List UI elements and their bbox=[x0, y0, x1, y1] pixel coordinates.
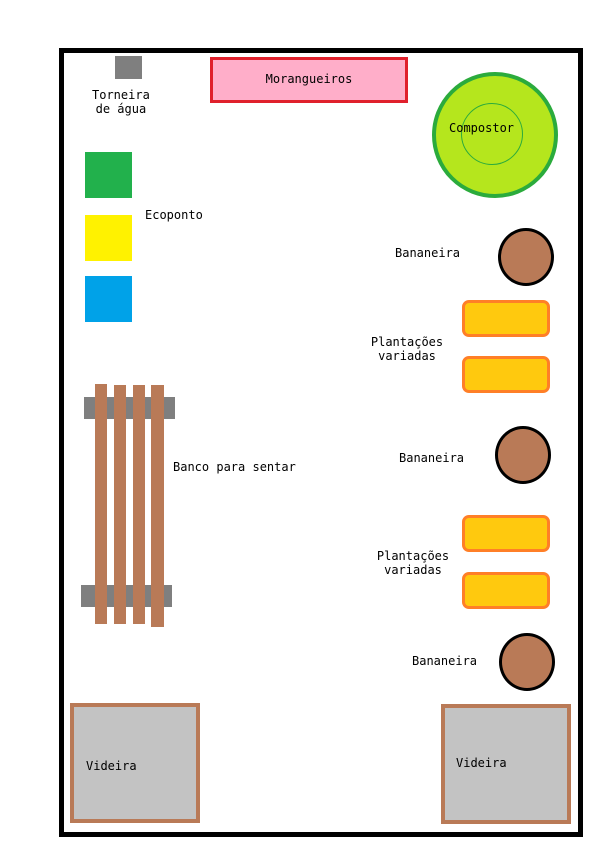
mixed-bed-2 bbox=[462, 356, 550, 393]
mixed-bed-3 bbox=[462, 515, 550, 552]
water-tap bbox=[115, 56, 142, 79]
bench-plank bbox=[114, 385, 126, 624]
vine-right bbox=[441, 704, 571, 824]
mixed-beds-label-2: Plantações variadas bbox=[376, 549, 450, 577]
garden-boundary bbox=[59, 48, 583, 837]
compost-bin-label: Compostor bbox=[449, 121, 515, 135]
banana-tree-2 bbox=[495, 426, 551, 484]
water-tap-label: Torneira de água bbox=[92, 88, 150, 116]
bench-plank bbox=[151, 385, 164, 627]
banana-tree-3 bbox=[499, 633, 555, 691]
vine-right-label: Videira bbox=[456, 756, 507, 770]
recycling-bin-green bbox=[85, 152, 132, 198]
mixed-bed-4 bbox=[462, 572, 550, 609]
recycling-bin-blue bbox=[85, 276, 132, 322]
compost-bin-inner bbox=[461, 103, 523, 165]
vine-left bbox=[70, 703, 200, 823]
vine-left-label: Videira bbox=[86, 759, 137, 773]
compost-bin bbox=[432, 72, 558, 198]
strawberry-bed bbox=[210, 57, 408, 103]
bench-label: Banco para sentar bbox=[173, 460, 296, 474]
bench-plank bbox=[95, 384, 107, 624]
banana-tree-1 bbox=[498, 228, 554, 286]
banana-tree-3-label: Bananeira bbox=[412, 654, 478, 668]
recycling-label: Ecoponto bbox=[145, 208, 203, 222]
mixed-bed-1 bbox=[462, 300, 550, 337]
strawberry-bed-label: Morangueiros bbox=[265, 72, 353, 86]
banana-tree-2-label: Bananeira bbox=[399, 451, 465, 465]
bench-plank bbox=[133, 385, 145, 624]
mixed-beds-label-1: Plantações variadas bbox=[370, 335, 444, 363]
recycling-bin-yellow bbox=[85, 215, 132, 261]
banana-tree-1-label: Bananeira bbox=[395, 246, 461, 260]
